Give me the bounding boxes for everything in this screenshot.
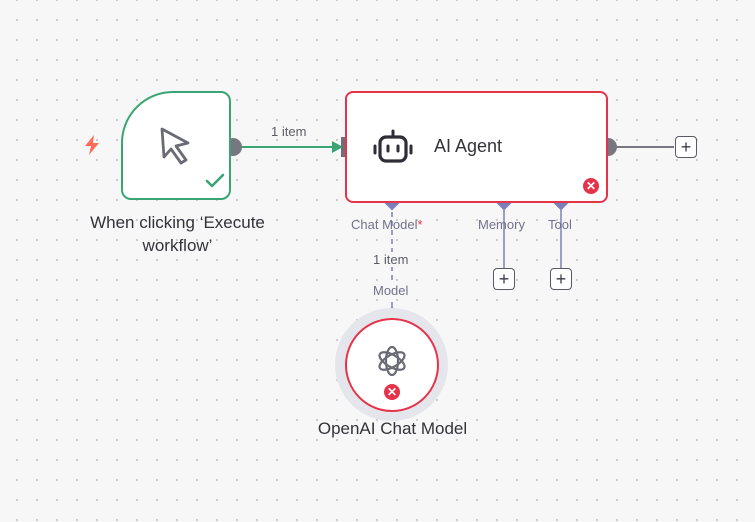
trigger-node-label: When clicking ‘Execute workflow’ bbox=[60, 211, 295, 257]
chat-model-port-label: Chat Model* bbox=[351, 217, 423, 232]
add-memory-button[interactable]: + bbox=[493, 268, 515, 290]
required-marker: * bbox=[417, 217, 423, 232]
connection-arrowhead bbox=[332, 141, 343, 153]
model-port-label: Model bbox=[372, 283, 410, 298]
trigger-label-line-1: When clicking ‘Execute bbox=[90, 213, 265, 232]
model-connection-item-count: 1 item bbox=[372, 252, 410, 267]
openai-logo-icon bbox=[374, 343, 410, 384]
memory-port-label: Memory bbox=[478, 217, 525, 232]
ai-agent-title: AI Agent bbox=[434, 136, 503, 156]
add-tool-button[interactable]: + bbox=[550, 268, 572, 290]
connection-item-count: 1 item bbox=[271, 124, 307, 139]
add-node-after-agent-button[interactable]: + bbox=[675, 136, 697, 158]
trigger-label-line-2: workflow’ bbox=[142, 236, 213, 255]
error-x-icon: ✕ bbox=[583, 178, 599, 194]
ai-agent-node[interactable]: ✕ bbox=[345, 91, 608, 203]
openai-chat-model-node[interactable]: ✕ bbox=[345, 318, 439, 412]
check-icon bbox=[205, 173, 225, 194]
openai-node-label: OpenAI Chat Model bbox=[317, 419, 468, 438]
error-x-icon: ✕ bbox=[384, 384, 400, 400]
manual-trigger-node[interactable] bbox=[121, 91, 231, 200]
cursor-arrow-icon bbox=[157, 126, 197, 171]
robot-icon bbox=[373, 128, 413, 171]
chat-model-label-text: Chat Model bbox=[351, 217, 418, 232]
lightning-bolt-icon bbox=[83, 134, 101, 162]
tool-port-label: Tool bbox=[548, 217, 572, 232]
